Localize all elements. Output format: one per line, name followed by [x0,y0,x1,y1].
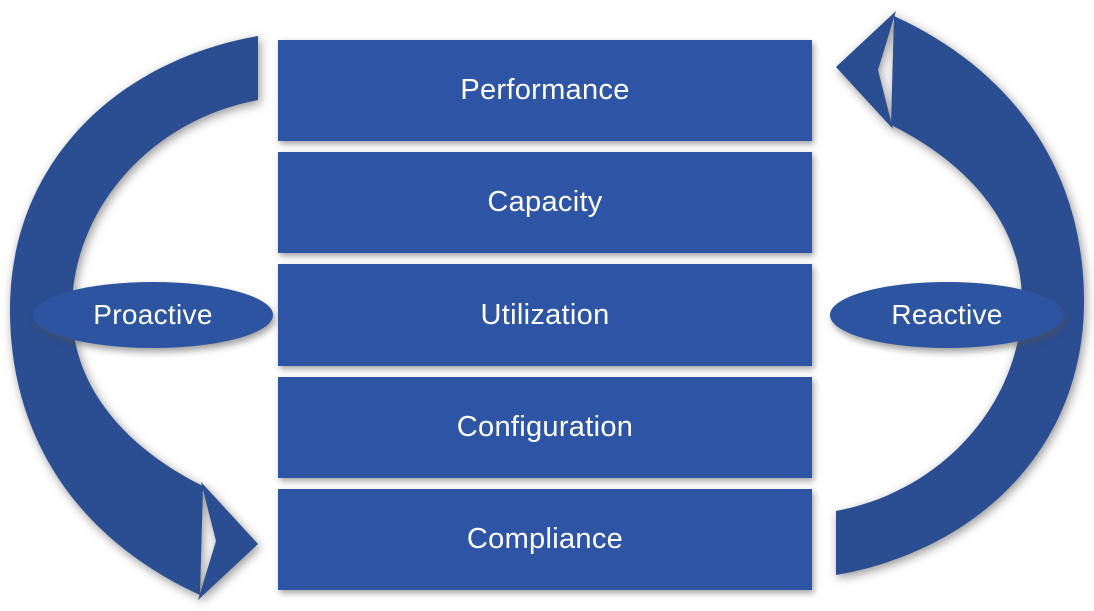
layer-bar-label: Performance [460,74,630,107]
layer-bar-utilization: Utilization [278,264,812,366]
reactive-ellipse: Reactive [830,282,1064,348]
layer-bar-label: Utilization [480,298,610,331]
layer-bar-label: Configuration [456,410,634,443]
layer-bar-label: Compliance [466,522,624,555]
layer-bar-label: Capacity [487,186,603,219]
layer-bar-compliance: Compliance [278,488,812,591]
layer-bar-configuration: Configuration [278,376,812,478]
proactive-loop [10,36,258,600]
layer-bar-capacity: Capacity [278,152,812,254]
reactive-loop-arc [836,16,1084,575]
layer-bar-performance: Performance [278,40,812,142]
reactive-loop-arrowhead-icon [836,11,896,129]
reactive-loop [836,11,1084,575]
layer-stack: Performance Capacity Utilization Configu… [278,40,812,591]
proactive-ellipse: Proactive [33,282,273,348]
proactive-loop-arc [10,36,258,595]
proactive-label: Proactive [93,299,213,330]
proactive-loop-arrowhead-icon [198,482,258,600]
reactive-label: Reactive [891,299,1003,330]
